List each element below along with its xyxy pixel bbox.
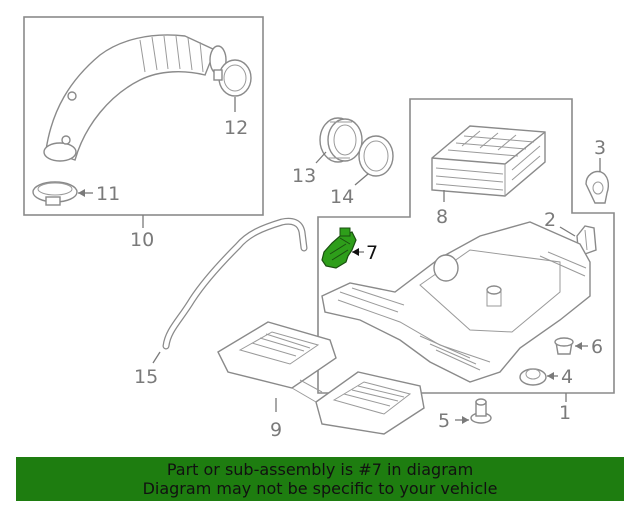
clamp-12[interactable] — [213, 59, 252, 97]
callout-7: 7 — [366, 242, 378, 264]
leader-13 — [315, 151, 327, 164]
callout-9: 9 — [270, 419, 282, 441]
callout-3: 3 — [594, 137, 606, 159]
hose-15[interactable] — [162, 217, 308, 350]
arrowhead-4 — [547, 372, 554, 380]
leader-2 — [559, 226, 576, 237]
inset-box-air-cleaner — [317, 98, 615, 394]
callout-1: 1 — [559, 402, 571, 424]
callout-12: 12 — [224, 117, 248, 139]
bolt-5[interactable] — [470, 398, 492, 424]
arrowhead-7 — [352, 248, 359, 256]
filter-element-8[interactable] — [431, 125, 546, 197]
seal-13[interactable] — [319, 117, 363, 163]
callout-11: 11 — [96, 183, 120, 205]
grommet-4[interactable] — [519, 368, 547, 386]
callout-8: 8 — [436, 206, 448, 228]
grommet-3[interactable] — [585, 170, 610, 204]
callout-5: 5 — [438, 410, 450, 432]
callout-4: 4 — [561, 366, 573, 388]
banner-line-2: Diagram may not be specific to your vehi… — [142, 479, 498, 498]
callout-10: 10 — [130, 229, 154, 251]
air-cleaner-housing[interactable] — [321, 221, 591, 383]
arrowhead-6 — [575, 342, 582, 350]
callout-13: 13 — [292, 165, 316, 187]
arrowhead-5 — [462, 416, 469, 424]
inlet-duct-9[interactable] — [217, 321, 425, 435]
leader-15 — [152, 351, 161, 364]
intake-hose[interactable] — [43, 34, 227, 162]
info-banner: Part or sub-assembly is #7 in diagram Di… — [16, 457, 624, 501]
callout-15: 15 — [134, 366, 158, 388]
arrowhead-11 — [78, 189, 85, 197]
highlighted-part-7[interactable] — [321, 227, 357, 269]
callout-14: 14 — [330, 186, 354, 208]
parts-diagram: 12 11 10 13 14 8 3 — [23, 16, 615, 441]
clamp-11[interactable] — [32, 181, 78, 206]
cap-6[interactable] — [554, 337, 574, 355]
banner-line-1: Part or sub-assembly is #7 in diagram — [166, 460, 474, 479]
leader-14 — [354, 173, 369, 186]
callout-6: 6 — [591, 336, 603, 358]
callout-2: 2 — [544, 209, 556, 231]
ring-14[interactable] — [358, 135, 394, 177]
